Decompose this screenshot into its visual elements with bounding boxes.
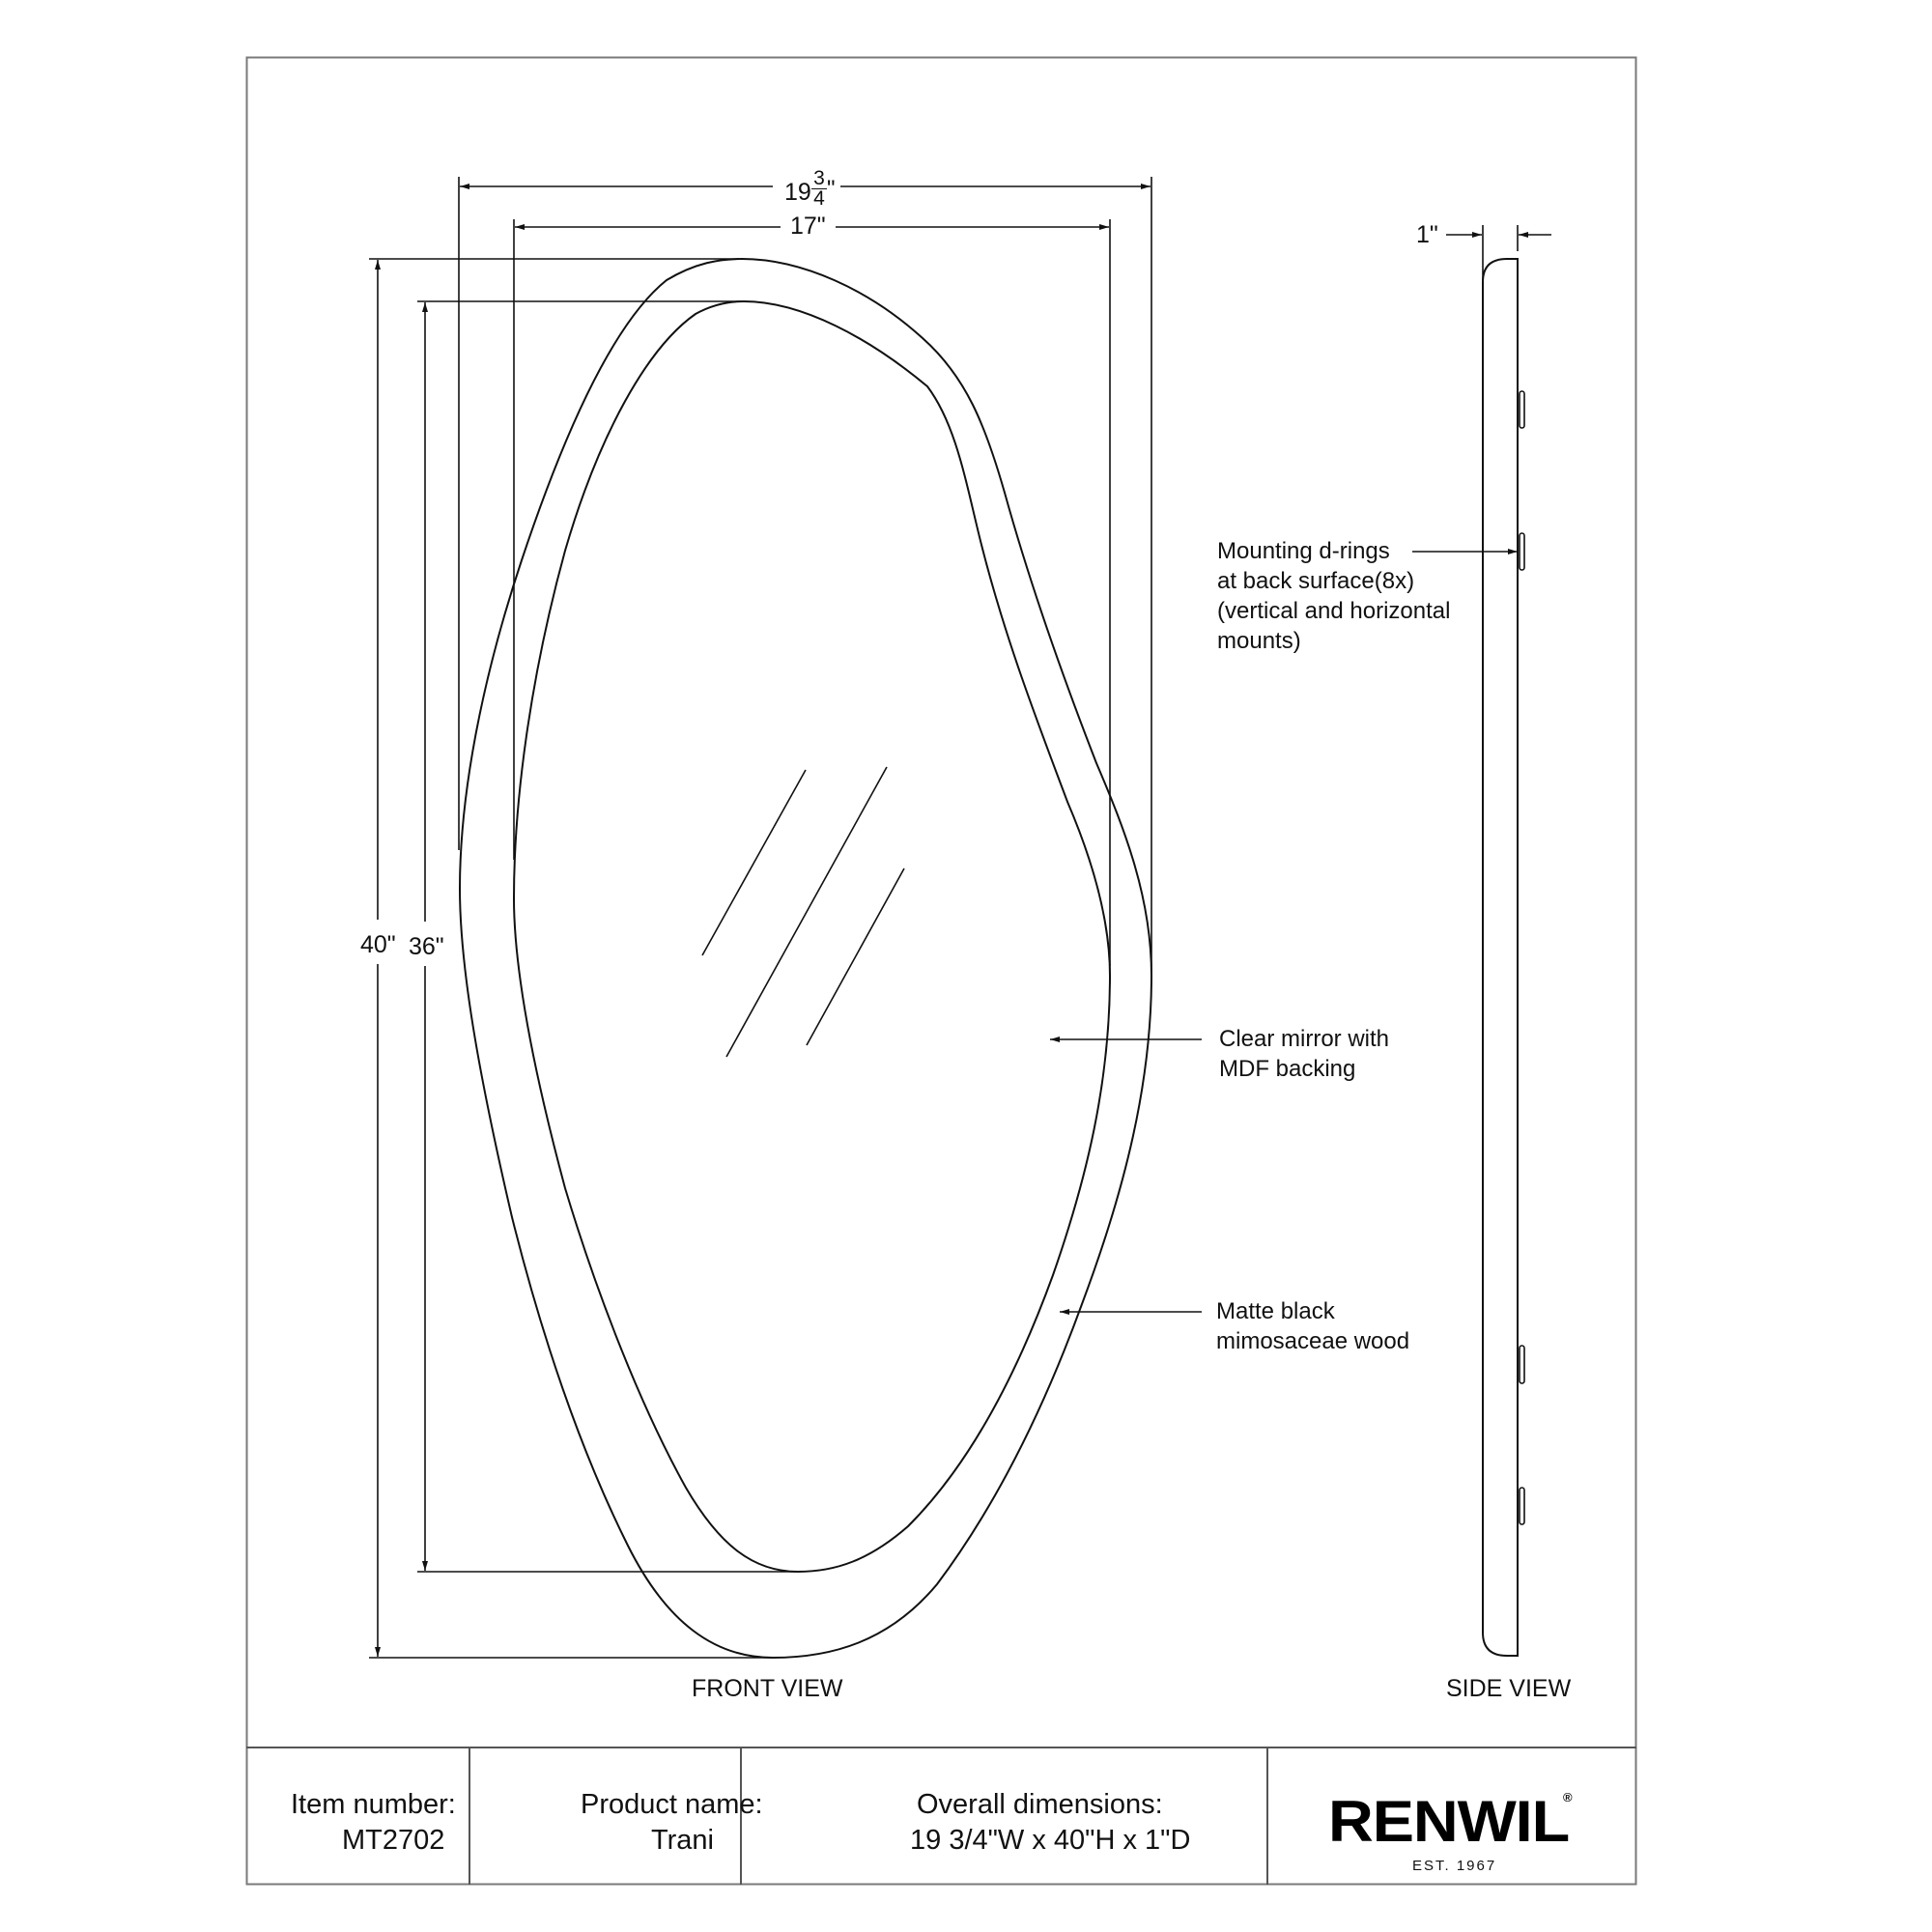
depth-label: 1": [1416, 221, 1438, 248]
callout-matte-black-wood: Matte black mimosaceae wood: [1216, 1296, 1409, 1356]
callout-d-rings-line-1: Mounting d-rings: [1217, 538, 1390, 564]
callout-matte-black-wood-line-2: mimosaceae wood: [1216, 1328, 1410, 1354]
overall-width-fraction: 3 4: [811, 167, 827, 210]
mirror-height-label: 36": [409, 933, 444, 960]
brand-tagline: EST. 1967: [1412, 1858, 1497, 1874]
callout-clear-mirror-line-1: Clear mirror with: [1219, 1026, 1390, 1052]
item-number-label: Item number:: [291, 1789, 456, 1820]
side-view: [1412, 225, 1551, 1657]
d-ring-2: [1519, 532, 1525, 571]
fraction-bar: [811, 188, 827, 189]
side-view-label: SIDE VIEW: [1446, 1675, 1572, 1702]
overall-width-whole: 19: [784, 179, 811, 206]
product-name-value: Trani: [651, 1825, 714, 1856]
registered-mark-icon: ®: [1563, 1790, 1573, 1804]
item-number-value: MT2702: [342, 1825, 445, 1856]
side-profile-outline: [1482, 258, 1519, 1657]
title-block-brand: RENWIL ® EST. 1967: [1267, 1747, 1636, 1885]
overall-dimensions-value: 19 3/4"W x 40"H x 1"D: [910, 1825, 1191, 1856]
callout-d-rings: Mounting d-rings at back surface(8x) (ve…: [1217, 536, 1450, 656]
glass-reflection-line-2: [725, 766, 888, 1058]
product-name-label: Product name:: [581, 1789, 763, 1820]
glass-reflection-line-1: [701, 769, 807, 956]
overall-height-label: 40": [360, 931, 396, 958]
front-view: [369, 177, 1202, 1660]
callout-d-rings-line-3: (vertical and horizontal: [1217, 598, 1451, 624]
mirror-width-label: 17": [790, 213, 826, 240]
title-block-product-name: Product name: Trani: [469, 1747, 763, 1885]
callout-clear-mirror: Clear mirror with MDF backing: [1219, 1024, 1389, 1084]
d-ring-1: [1519, 390, 1525, 429]
overall-dimensions-label: Overall dimensions:: [917, 1789, 1163, 1820]
fraction-denominator: 4: [813, 187, 825, 210]
sheet-frame: [245, 56, 1637, 1886]
callout-d-rings-line-4: mounts): [1217, 628, 1301, 654]
callout-clear-mirror-line-2: MDF backing: [1219, 1056, 1356, 1082]
glass-reflection-line-3: [806, 867, 905, 1046]
callout-matte-black-wood-line-1: Matte black: [1216, 1298, 1335, 1324]
title-block-overall-dimensions: Overall dimensions: 19 3/4"W x 40"H x 1"…: [741, 1747, 1267, 1885]
fraction-numerator: 3: [813, 167, 825, 189]
brand-logo-wordmark: RENWIL: [1328, 1789, 1570, 1854]
title-block-item-number: Item number: MT2702: [247, 1747, 469, 1885]
front-view-label: FRONT VIEW: [692, 1675, 843, 1702]
mirror-frame-outer-outline: [458, 257, 1153, 1660]
mirror-glass-outline: [512, 299, 1112, 1574]
overall-width-unit: ": [827, 176, 836, 202]
d-ring-3: [1519, 1345, 1525, 1384]
d-ring-4: [1519, 1487, 1525, 1525]
callout-d-rings-line-2: at back surface(8x): [1217, 568, 1415, 594]
